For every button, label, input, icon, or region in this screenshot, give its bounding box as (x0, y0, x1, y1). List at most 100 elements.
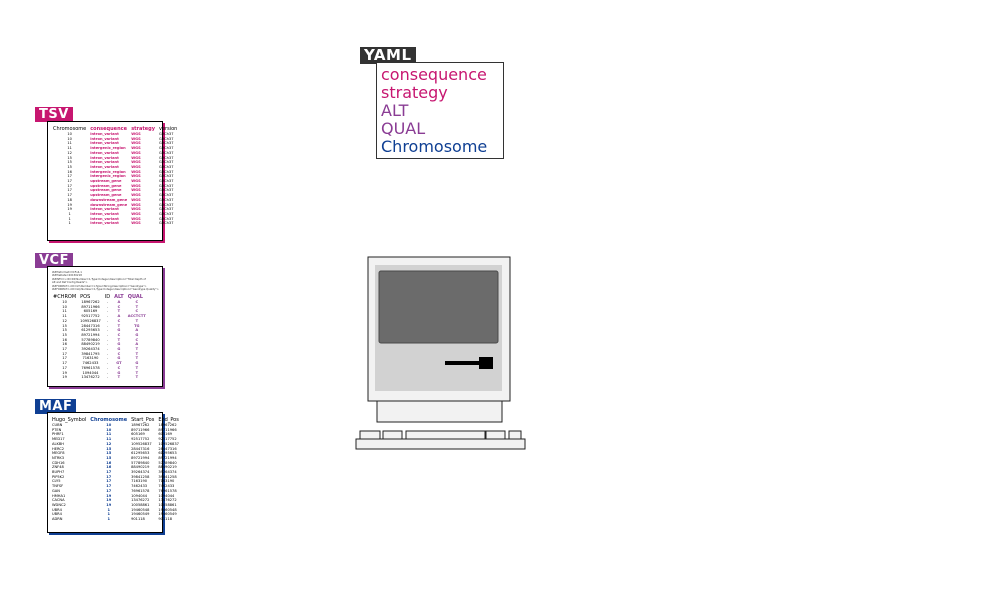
vcf-cell: 12 (62, 318, 67, 323)
tsv-cell: GRCh37 (159, 132, 174, 136)
maf-cell: 1 (107, 517, 110, 522)
key (508, 430, 522, 440)
tsv-cell: WGS (131, 179, 141, 184)
vcf-cell: C (117, 351, 121, 356)
maf-cell: TNFSF (52, 484, 64, 489)
vcf-cell: . (106, 300, 108, 304)
vcf-cell: C (117, 365, 121, 370)
vcf-cell: 7163190 (82, 356, 99, 361)
vcf-cell: . (106, 347, 108, 352)
computer-base (376, 400, 503, 423)
tsv-cell: upstream_gene (90, 183, 122, 188)
vcf-cell: 16 (62, 337, 67, 342)
vcf-cell: G (135, 361, 139, 366)
maf-cell: 89721994 (131, 455, 150, 460)
tsv-cell: 15 (67, 164, 72, 169)
vcf-meta-line: ##fileDate=20150218 (52, 274, 82, 278)
maf-cell: ALKBH (52, 441, 64, 446)
maf-cell: UBR4 (52, 512, 62, 517)
vcf-cell: 88490219 (81, 342, 100, 347)
tsv-cell: upstream_gene (90, 188, 122, 193)
vcf-cell: 61295653 (81, 328, 100, 333)
vcf-cell: 605169 (83, 309, 98, 314)
tsv-cell: GRCh37 (159, 174, 174, 179)
vcf-cell: 19 (62, 375, 67, 380)
vcf-cell: C (117, 318, 121, 323)
tsv-cell: 15 (67, 160, 72, 165)
tsv-cell: intron_variant (90, 211, 119, 216)
tsv-cell: 18 (67, 197, 72, 202)
vcf-cell: 109526837 (80, 318, 101, 323)
maf-cell: 19 (106, 493, 112, 498)
tsv-cell: GRCh37 (159, 193, 174, 198)
tsv-cell: intron_variant (90, 221, 119, 226)
maf-cell: 10058861 (158, 502, 177, 507)
tsv-cell: GRCh37 (159, 169, 174, 174)
vcf-cell: . (106, 318, 108, 323)
tsv-cell: WGS (131, 216, 141, 221)
maf-cell: 89711966 (131, 427, 150, 432)
maf-label: MAF (35, 399, 77, 414)
maf-cell: BUPH7 (52, 470, 65, 475)
tsv-cell: WGS (131, 169, 141, 174)
vcf-cell: 13476272 (81, 375, 100, 380)
maf-cell: 13476272 (131, 498, 150, 503)
tsv-cell: GRCh37 (159, 197, 174, 202)
maf-cell: 39264374 (131, 470, 150, 475)
maf-cell: 11 (106, 432, 112, 437)
yaml-key: QUAL (381, 119, 426, 138)
tsv-cell: GRCh37 (159, 221, 174, 226)
tsv-cell: GRCh37 (159, 150, 174, 155)
vcf-cell: C (135, 309, 139, 314)
vcf-cell: . (106, 342, 108, 347)
maf-cell: 19460548 (131, 507, 150, 512)
maf-column-header: Chromosome (90, 417, 128, 423)
tsv-cell: WGS (131, 174, 141, 179)
maf-cell: 109526837 (131, 441, 152, 446)
maf-cell: 19460548 (158, 507, 177, 512)
maf-cell: 19460549 (131, 512, 150, 517)
vcf-column-header: ID (104, 294, 111, 300)
vcf-cell: T (117, 337, 121, 342)
maf-cell: CDH16 (52, 460, 65, 465)
maf-cell: 76961578 (131, 488, 150, 493)
tsv-cell: 1 (68, 221, 71, 226)
maf-cell: 17 (106, 479, 112, 484)
vcf-cell: 57789840 (81, 337, 100, 342)
maf-cell: 61295653 (158, 451, 177, 456)
vcf-cell: . (106, 351, 108, 356)
vcf-cell: TG (134, 323, 140, 328)
vcf-cell: 19 (62, 370, 67, 375)
maf-column-header: Start_Pos (131, 417, 155, 423)
vcf-cell: 7462433 (82, 361, 99, 366)
monitor-screen (378, 270, 499, 344)
maf-cell: CACNA (52, 498, 65, 503)
maf-cell: 15 (106, 451, 112, 456)
key (405, 430, 486, 440)
tsv-cell: WGS (131, 202, 141, 207)
vcf-meta-line: ##FORMAT=<ID=GQ,Number=1,Type=Integer,De… (52, 288, 159, 292)
vcf-cell: T (135, 304, 139, 309)
